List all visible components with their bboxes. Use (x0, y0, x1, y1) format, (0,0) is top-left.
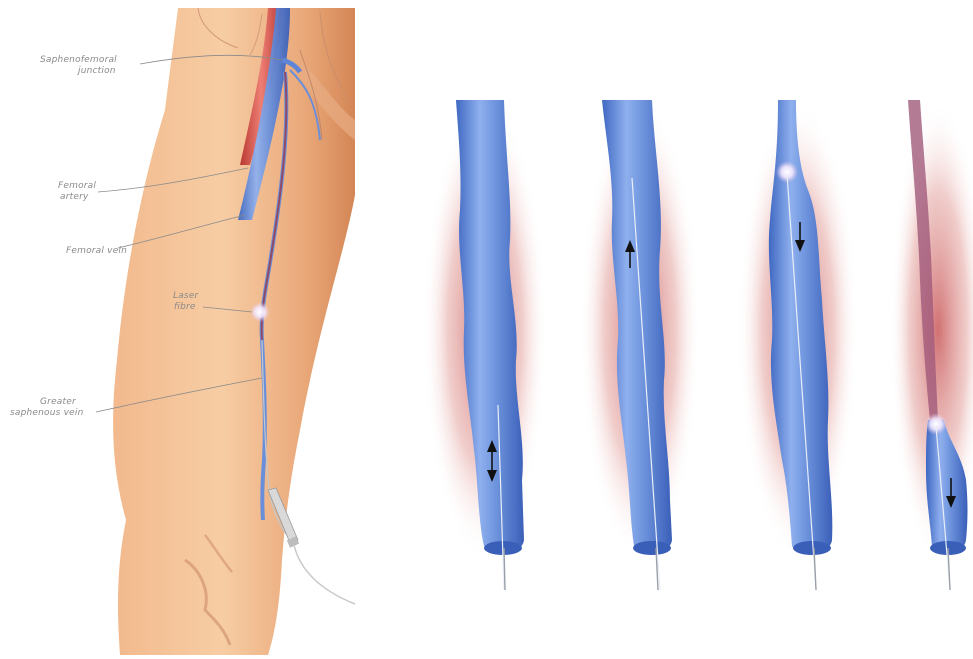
label-line: Femoral (58, 181, 96, 191)
fibre-exit (504, 548, 505, 590)
vein-end (793, 541, 831, 555)
label-line: artery (60, 192, 89, 202)
vein-stage-2 (580, 100, 700, 590)
label-line: Greater (40, 397, 77, 407)
svg-text:Femoral vein: Femoral vein (66, 246, 127, 256)
fibre-cable (294, 545, 355, 604)
vein-stage-4 (890, 100, 973, 590)
laser-tip-glow (250, 302, 270, 322)
vein-end (633, 541, 671, 555)
vein-stage-3 (738, 100, 858, 590)
leg-skin (113, 8, 355, 655)
label-line: Laser (173, 291, 200, 301)
label-line: Saphenofemoral (40, 55, 117, 65)
label-line: saphenous vein (10, 408, 84, 418)
label-line: junction (76, 66, 116, 76)
vein-stage-1 (423, 100, 547, 590)
label-line: fibre (174, 302, 196, 312)
label-line: Femoral vein (66, 246, 127, 256)
